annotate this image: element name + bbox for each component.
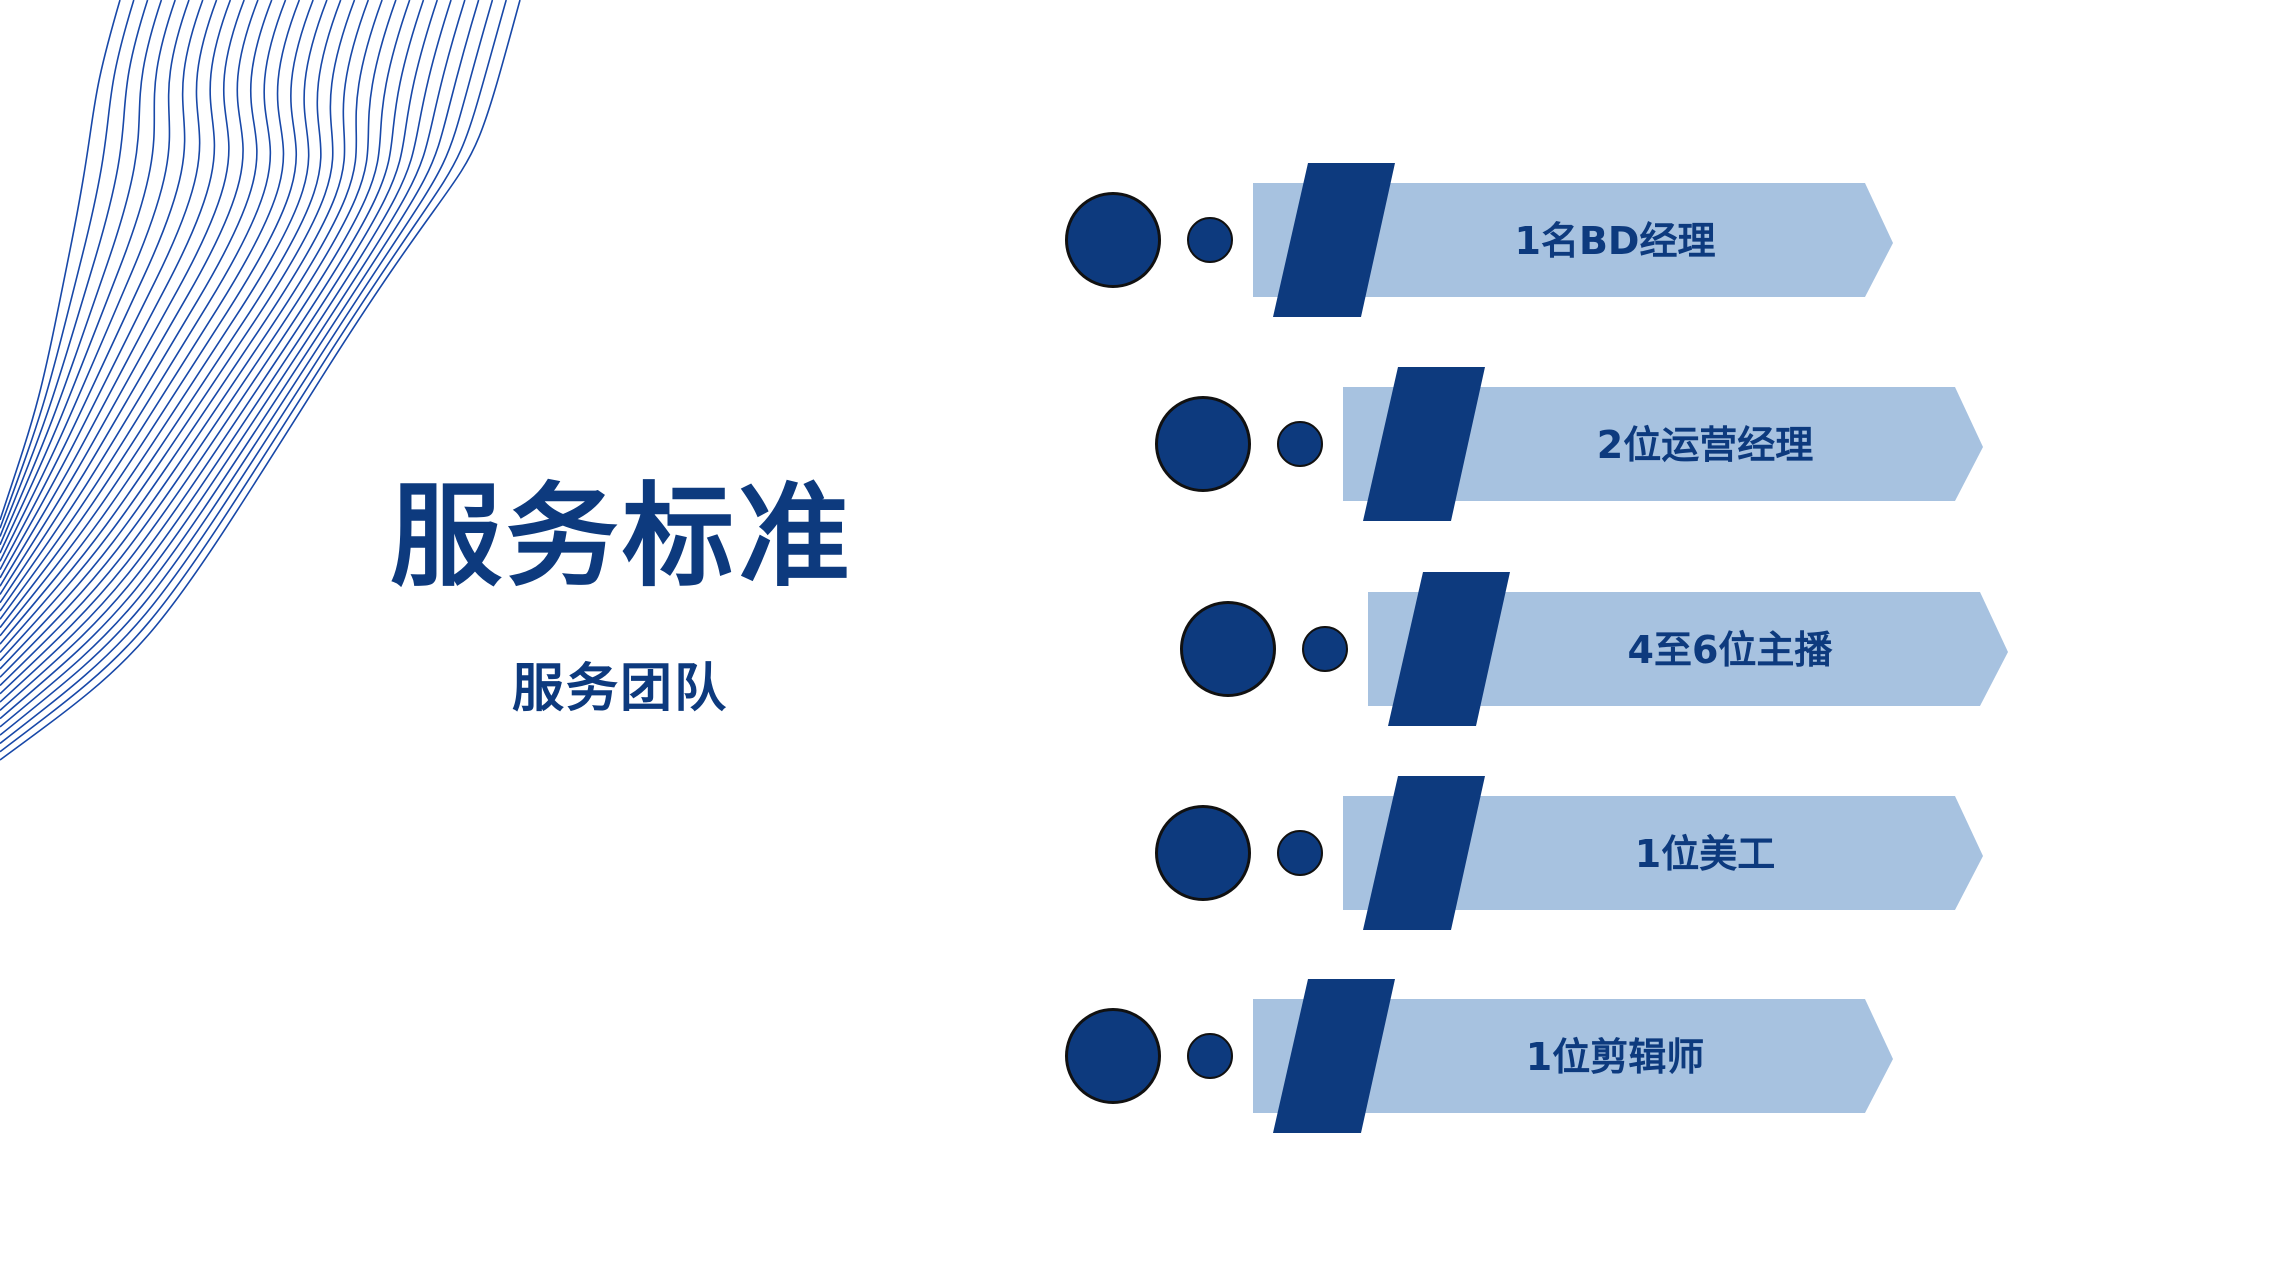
wave-line [0,0,521,761]
wave-line [0,0,314,637]
wave-line [0,0,342,653]
wave-line [0,0,204,571]
small-circle-icon [1277,421,1323,467]
arrow-ribbon-banner [1343,367,1983,521]
wave-line [0,0,452,720]
wave-line [0,0,218,579]
arrow-ribbon-banner [1253,979,1893,1133]
wave-line [0,0,245,595]
team-item-label: 1位剪辑师 [1525,1035,1705,1079]
team-item-label: 1名BD经理 [1514,219,1716,263]
wave-line [0,0,425,703]
wave-line [0,0,301,629]
wave-line [0,0,356,662]
wave-line [0,0,121,521]
large-circle-icon [1065,1008,1161,1104]
small-circle-icon [1187,1033,1233,1079]
arrow-ribbon-banner [1343,776,1983,930]
wave-line [0,0,273,612]
team-item-bd-manager: 1名BD经理 [1065,157,1905,327]
wave-line [0,0,397,687]
large-circle-icon [1155,805,1251,901]
wave-line [0,0,370,670]
wave-line [0,0,494,745]
wave-line [0,0,507,753]
wave-line [0,0,287,620]
wave-line [0,0,135,529]
wave-line [0,0,232,587]
wave-line [0,0,411,695]
wave-line [0,0,383,678]
team-item-video-editor: 1位剪辑师 [1065,973,1905,1143]
team-item-operations-manager: 2位运营经理 [1155,361,1995,531]
wave-line [0,0,480,736]
wave-line [0,0,328,645]
wave-line [0,0,466,728]
wave-line [0,0,439,711]
team-item-designer: 1位美工 [1155,770,1995,940]
large-circle-icon [1180,601,1276,697]
small-circle-icon [1302,626,1348,672]
large-circle-icon [1155,396,1251,492]
large-circle-icon [1065,192,1161,288]
small-circle-icon [1277,830,1323,876]
wave-line [0,0,259,604]
team-item-label: 2位运营经理 [1596,423,1814,467]
wave-line [0,0,176,554]
team-item-streamers: 4至6位主播 [1180,566,2020,736]
team-item-label: 1位美工 [1634,832,1776,876]
team-item-label: 4至6位主播 [1627,628,1833,672]
wave-line [0,0,149,537]
arrow-ribbon-banner [1253,163,1893,317]
page-subtitle: 服务团队 [511,658,728,719]
wave-lines-decoration [0,0,521,761]
wave-line [0,0,190,562]
arrow-ribbon-banner [1368,572,2008,726]
small-circle-icon [1187,217,1233,263]
wave-line [0,0,163,546]
page-title: 服务标准 [390,471,854,602]
